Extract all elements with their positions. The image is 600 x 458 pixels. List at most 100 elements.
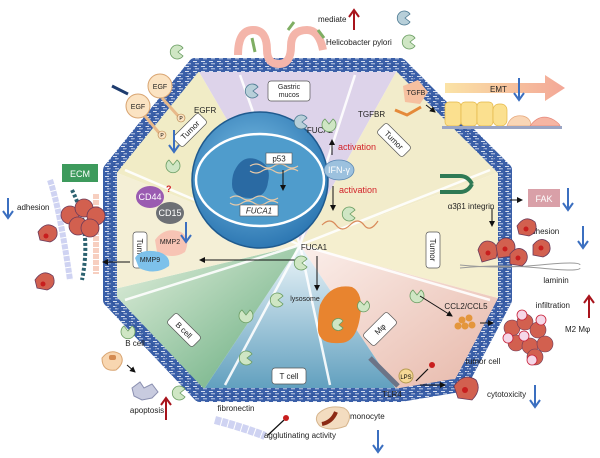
egf-label-1: EGF: [131, 104, 145, 111]
sector-labels: Gastric mucos Tumor Tumor Tumor Tumor B …: [132, 80, 441, 385]
fak-label: FAK: [535, 194, 552, 204]
tgfbr-label: TGFBR: [358, 110, 385, 119]
cd15-label: CD15: [158, 208, 181, 218]
fuca1-gene-box: [239, 204, 279, 217]
lps-label: LPS: [400, 375, 411, 381]
tumor-nuclei: [40, 226, 544, 393]
tlr4-label: TLR4: [382, 390, 402, 399]
nucleolus: [232, 158, 269, 198]
mmp2-label: MMP2: [160, 239, 180, 246]
fibronectin-label: fibronectin: [218, 404, 255, 413]
monocyte-label: monocyte: [350, 412, 385, 421]
gastric-label-1: Gastric: [278, 84, 301, 91]
integrin-label: α3β1 integrin: [448, 202, 495, 211]
enzyme-icon: [120, 325, 136, 340]
integrin-group: α3β1 integrin FAK adhesion laminin: [440, 174, 589, 285]
enzyme-icon: [244, 83, 259, 99]
fak-badge: [528, 189, 560, 207]
apoptosis-up-arrow: [160, 396, 172, 420]
mediate-label: mediate: [318, 15, 347, 24]
phospho-label-2: P: [179, 116, 183, 122]
integrin-receptor: [440, 174, 474, 194]
fucose-chain: [321, 220, 379, 230]
emt-label: EMT: [490, 85, 507, 94]
fuca1-gene-label: FUCA1: [246, 207, 272, 216]
p53-label: p53: [272, 155, 286, 164]
emt-arrow: [445, 75, 565, 101]
mphi-group: CCL2/CCL5 infiltration M2 Mφ tumor cell …: [368, 294, 595, 409]
ecm-group: ECM adhesion: [2, 164, 130, 281]
cd44-label: CD44: [138, 192, 161, 202]
lysosome-label: lysosome: [290, 296, 320, 303]
enzyme-icon: [269, 292, 284, 308]
enzyme-icon: [165, 159, 181, 174]
tumor-integrin-label: Tumor: [428, 239, 437, 262]
gastric-label-2: mucos: [279, 92, 300, 99]
adhesion-left-label: adhesion: [17, 203, 49, 212]
m2-macrophages: [502, 309, 547, 366]
chemokine-cluster: [454, 314, 476, 330]
cd44-group: CD44 ? CD15 MMP2 MMP9: [135, 184, 192, 272]
laminin-label: laminin: [543, 276, 568, 285]
sector-bcell: [110, 245, 300, 395]
ifn-pathway: FUCA2 activation IFN-γ activation FUCA1: [199, 126, 379, 291]
cytotoxicity-label: cytotoxicity: [487, 390, 526, 399]
cytotoxicity-down-arrow: [529, 385, 541, 409]
fuca1-label: FUCA1: [301, 243, 328, 252]
helicobacter-label: Helicobacter pylori: [326, 38, 392, 47]
ccl-label: CCL2/CCL5: [444, 302, 488, 311]
ifn-gamma-ellipse: [323, 159, 355, 181]
phospho-label-1: P: [160, 133, 164, 139]
enzyme-icon: [341, 206, 356, 222]
enzyme-icon: [169, 44, 184, 60]
egfr-down-arrow: [168, 130, 180, 154]
emt-cells: [444, 101, 561, 127]
mediate-up-arrow: [348, 8, 360, 30]
ifn-gamma-label: IFN-γ: [328, 165, 350, 175]
gastric-epithelium: [234, 25, 327, 69]
mmp2-down-arrow: [180, 222, 192, 244]
enzyme-icon: [293, 255, 308, 271]
enzyme-icon: [396, 10, 411, 26]
adhesion-left-down-arrow: [2, 198, 14, 220]
p53-box: [265, 152, 293, 165]
dna-strand: [229, 163, 299, 206]
mmp9-label: MMP9: [140, 257, 160, 264]
activation-down-label: activation: [339, 185, 377, 195]
enzyme-icon: [293, 114, 308, 130]
enzyme-icon: [331, 318, 344, 331]
m2-label: M2 Mφ: [565, 325, 590, 334]
adhesion-right-down-arrow: [577, 226, 589, 250]
nucleus: p53 FUCA1: [191, 111, 329, 249]
ecm-badge: [62, 164, 98, 182]
tlr4-receptor: LPS: [368, 356, 414, 388]
apoptosis-label: apoptosis: [130, 406, 164, 415]
bacterium-icon: [250, 21, 326, 53]
bcell-group: B cell apoptosis: [101, 339, 172, 420]
agglutinating-label: agglutinating activity: [264, 431, 336, 440]
enzyme-icon: [409, 289, 425, 304]
enzyme-icon: [238, 309, 254, 324]
egfr-group: EGF EGF P P EGFR: [111, 73, 216, 154]
agglutinating-down-arrow: [372, 430, 384, 454]
laminin-fibers: [459, 262, 581, 271]
emt-basement: [442, 126, 562, 129]
adhesion-right-label: adhesion: [527, 227, 559, 236]
lysosome: lysosome: [290, 286, 361, 344]
emt-down-arrow: [513, 78, 525, 102]
fuca-enzyme-icons: [120, 10, 425, 401]
glycan-icon: [111, 84, 129, 96]
infiltration-up-arrow: [583, 294, 595, 318]
apoptotic-cell: [131, 381, 159, 401]
cd44-question: ?: [166, 184, 172, 194]
sector-mphi: [300, 245, 505, 395]
bcell-label: B cell: [125, 339, 145, 348]
tgfb-label: TGFB: [407, 90, 426, 97]
sector-tcell: [200, 245, 400, 395]
tumor-cell-label: tumor cell: [466, 357, 501, 366]
egfr-label: EGFR: [194, 106, 216, 115]
activation-up-label: activation: [338, 142, 376, 152]
sector-tumor-integrin: [300, 170, 505, 300]
enzyme-icon: [357, 300, 370, 313]
